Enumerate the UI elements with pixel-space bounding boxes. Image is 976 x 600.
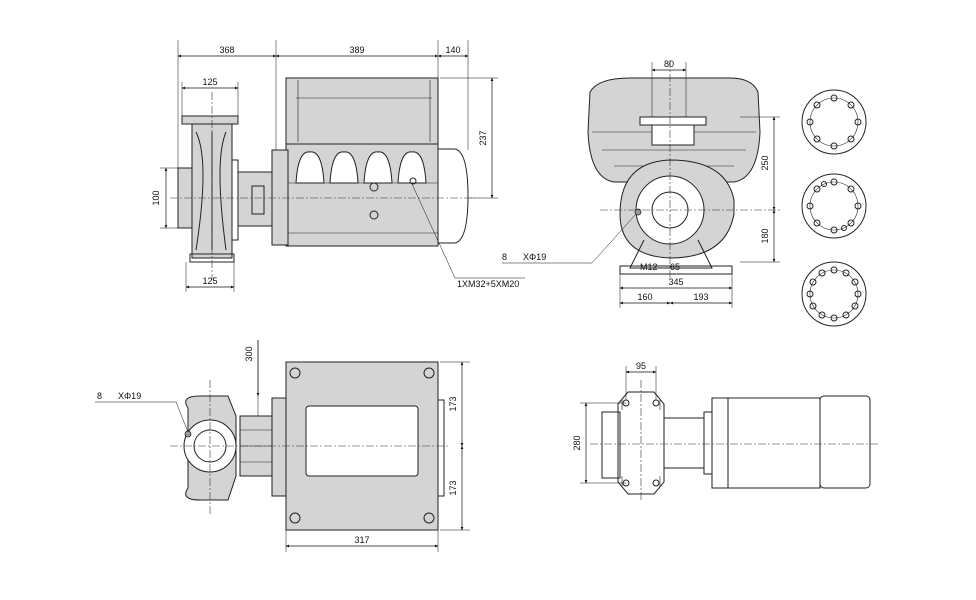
underside-pump	[617, 391, 665, 495]
dim-100-label: 100	[151, 190, 161, 205]
dim-95-label: 95	[636, 361, 646, 371]
flange-patterns	[801, 89, 867, 327]
dim-317-label: 317	[354, 535, 369, 545]
flange-8-hole	[801, 173, 867, 239]
terminal-box	[285, 77, 439, 145]
front-foot	[619, 265, 733, 275]
dim-160-label: 160	[637, 292, 652, 302]
dim-173-upper-label: 173	[448, 396, 458, 411]
side-view: 368 389 140 125 100 125 237 1XM32+5XM20	[151, 40, 525, 292]
dim-173-lower-label: 173	[448, 480, 458, 495]
front-bolt-spec-label: XΦ19	[523, 252, 546, 262]
plan-bolt-spec-label: XΦ19	[118, 391, 141, 401]
dim-125-top-label: 125	[202, 77, 217, 87]
dim-237-label: 237	[478, 130, 488, 145]
underside-view: 95 280	[572, 361, 880, 500]
front-discharge-flange	[639, 116, 707, 126]
underside-motor	[819, 395, 871, 489]
flange-4-hole	[801, 89, 867, 155]
flange-12-hole	[801, 261, 867, 327]
dim-140-label: 140	[445, 45, 460, 55]
front-view: 80 250 180 8 XΦ19 M12 65 345 160 193	[502, 59, 780, 308]
dim-80-label: 80	[664, 59, 674, 69]
dim-389-label: 389	[349, 45, 364, 55]
terminal-cover	[305, 405, 419, 477]
cable-entry-label: 1XM32+5XM20	[457, 279, 519, 289]
cable-gland-icon	[369, 182, 379, 192]
dim-280-label: 280	[572, 435, 582, 450]
discharge-flange	[181, 115, 239, 125]
plan-view: 300 8 XΦ19 173 173 317	[95, 340, 470, 552]
cooling-fins	[295, 151, 427, 184]
dim-125-bottom-label: 125	[202, 276, 217, 286]
underside-motor-body	[727, 397, 821, 489]
front-bolt-count-label: 8	[502, 252, 507, 262]
plan-bolt-count-label: 8	[97, 391, 102, 401]
dim-300-label: 300	[244, 346, 254, 361]
dim-193-label: 193	[693, 292, 708, 302]
dim-250-label: 250	[760, 155, 770, 170]
motor-stool	[271, 149, 289, 246]
coupling-guard	[237, 171, 273, 227]
motor-fan-cover	[437, 148, 469, 244]
dim-345-label: 345	[668, 277, 683, 287]
dim-65-label: 65	[670, 262, 680, 272]
dim-368-label: 368	[219, 45, 234, 55]
dim-180-label: 180	[760, 228, 770, 243]
m12-label: M12	[640, 262, 658, 272]
